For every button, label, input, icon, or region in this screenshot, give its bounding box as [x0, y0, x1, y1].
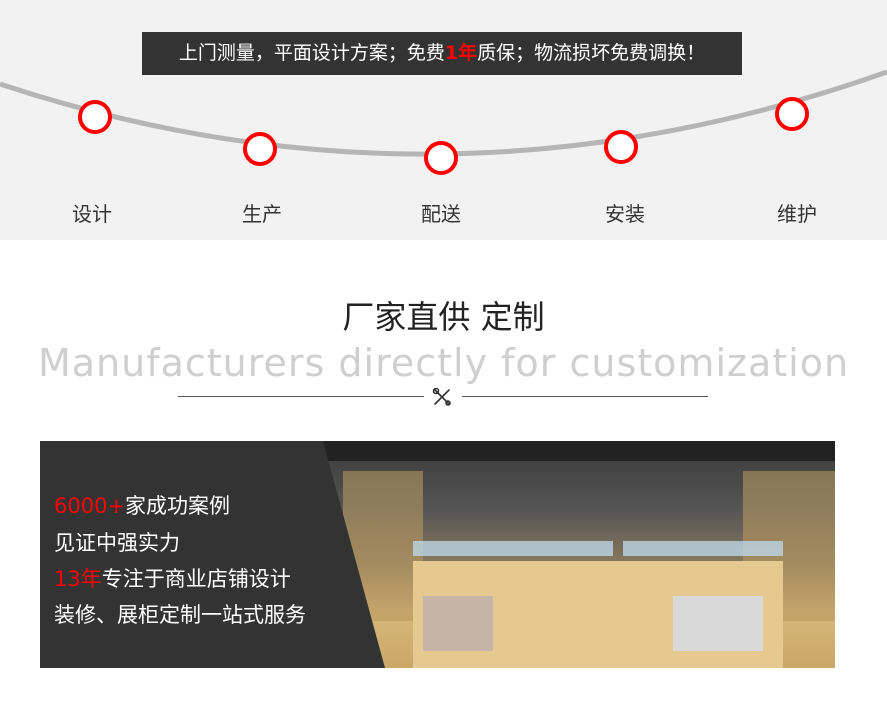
- step-label-install: 安装: [605, 202, 645, 226]
- step-label-maintain: 维护: [777, 202, 817, 226]
- banner-highlight: 1年: [444, 42, 478, 64]
- divider-left: [178, 396, 424, 397]
- process-curve: [0, 69, 887, 175]
- step-marker: [243, 132, 277, 166]
- feature-years: 13年专注于商业店铺设计: [54, 563, 291, 593]
- banner-text-end: 质保；物流损坏免费调换！: [477, 42, 706, 64]
- feature-strength: 见证中强实力: [54, 527, 180, 557]
- process-section: 上门测量，平面设计方案；免费1年质保；物流损坏免费调换！ 设计 生产 配送 安装…: [0, 0, 887, 240]
- feature-service: 装修、展柜定制一站式服务: [54, 599, 306, 629]
- feature-text: 专注于商业店铺设计: [101, 567, 291, 591]
- feature-highlight: 6000+: [54, 494, 126, 518]
- feature-highlight: 13年: [54, 567, 102, 591]
- store-showcase-photo: [323, 441, 835, 668]
- step-marker: [604, 130, 638, 164]
- step-label-design: 设计: [72, 202, 112, 226]
- feature-text: 家成功案例: [125, 494, 231, 518]
- feature-text: 见证中强实力: [54, 531, 180, 555]
- step-label-delivery: 配送: [421, 202, 461, 226]
- feature-panel: [40, 441, 385, 668]
- step-marker: [424, 141, 458, 175]
- feature-cases: 6000+家成功案例: [54, 490, 230, 520]
- service-banner: 上门测量，平面设计方案；免费1年质保；物流损坏免费调换！: [142, 32, 742, 75]
- store-interior-illustration: [323, 441, 835, 668]
- tools-icon: [432, 387, 451, 406]
- section-subtitle: Manufacturers directly for customization: [37, 341, 850, 385]
- step-marker: [775, 97, 809, 131]
- section-title: 厂家直供 定制: [342, 298, 545, 336]
- divider-right: [462, 396, 708, 397]
- step-label-production: 生产: [242, 202, 282, 226]
- feature-text: 装修、展柜定制一站式服务: [54, 603, 306, 627]
- banner-text: 上门测量，平面设计方案；免费: [178, 42, 445, 64]
- step-marker: [78, 100, 112, 134]
